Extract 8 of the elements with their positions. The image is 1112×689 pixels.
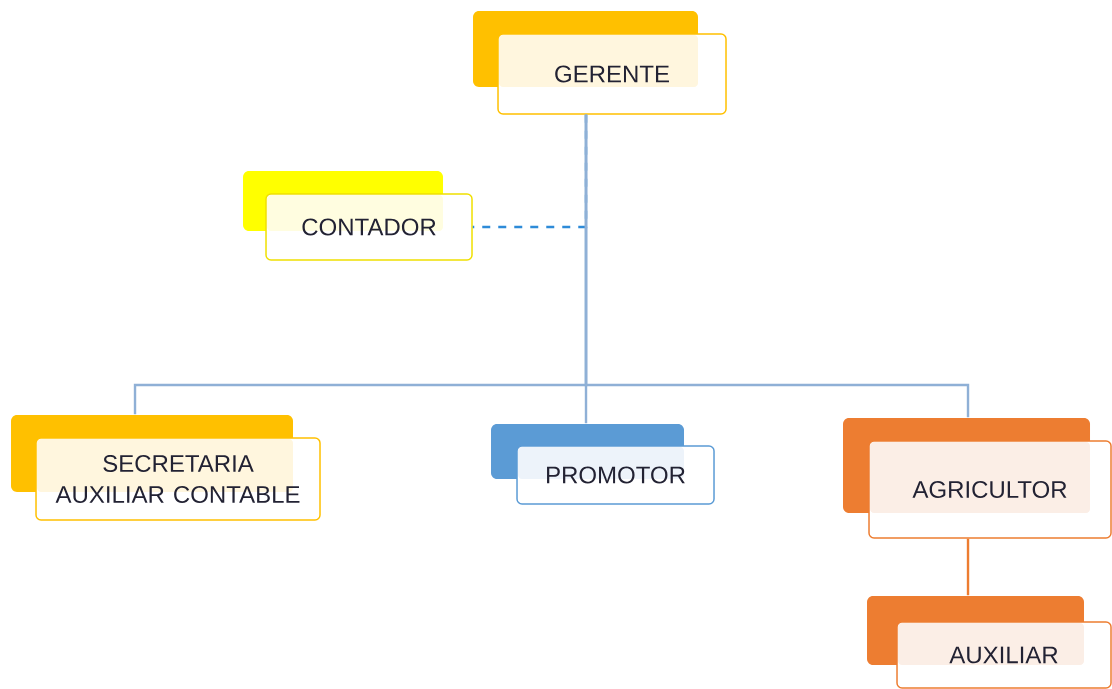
- connector-line: [966, 538, 970, 596]
- position-box: AGRICULTOR: [843, 418, 1112, 539]
- position-box: GERENTE: [473, 11, 727, 115]
- position-box: AUXILIAR: [867, 596, 1112, 689]
- position-box: PROMOTOR: [491, 424, 715, 505]
- connector-line: [584, 114, 970, 418]
- position-box: SECRETARIA AUXILIAR CONTABLE: [11, 415, 321, 521]
- position-box: CONTADOR: [243, 171, 473, 261]
